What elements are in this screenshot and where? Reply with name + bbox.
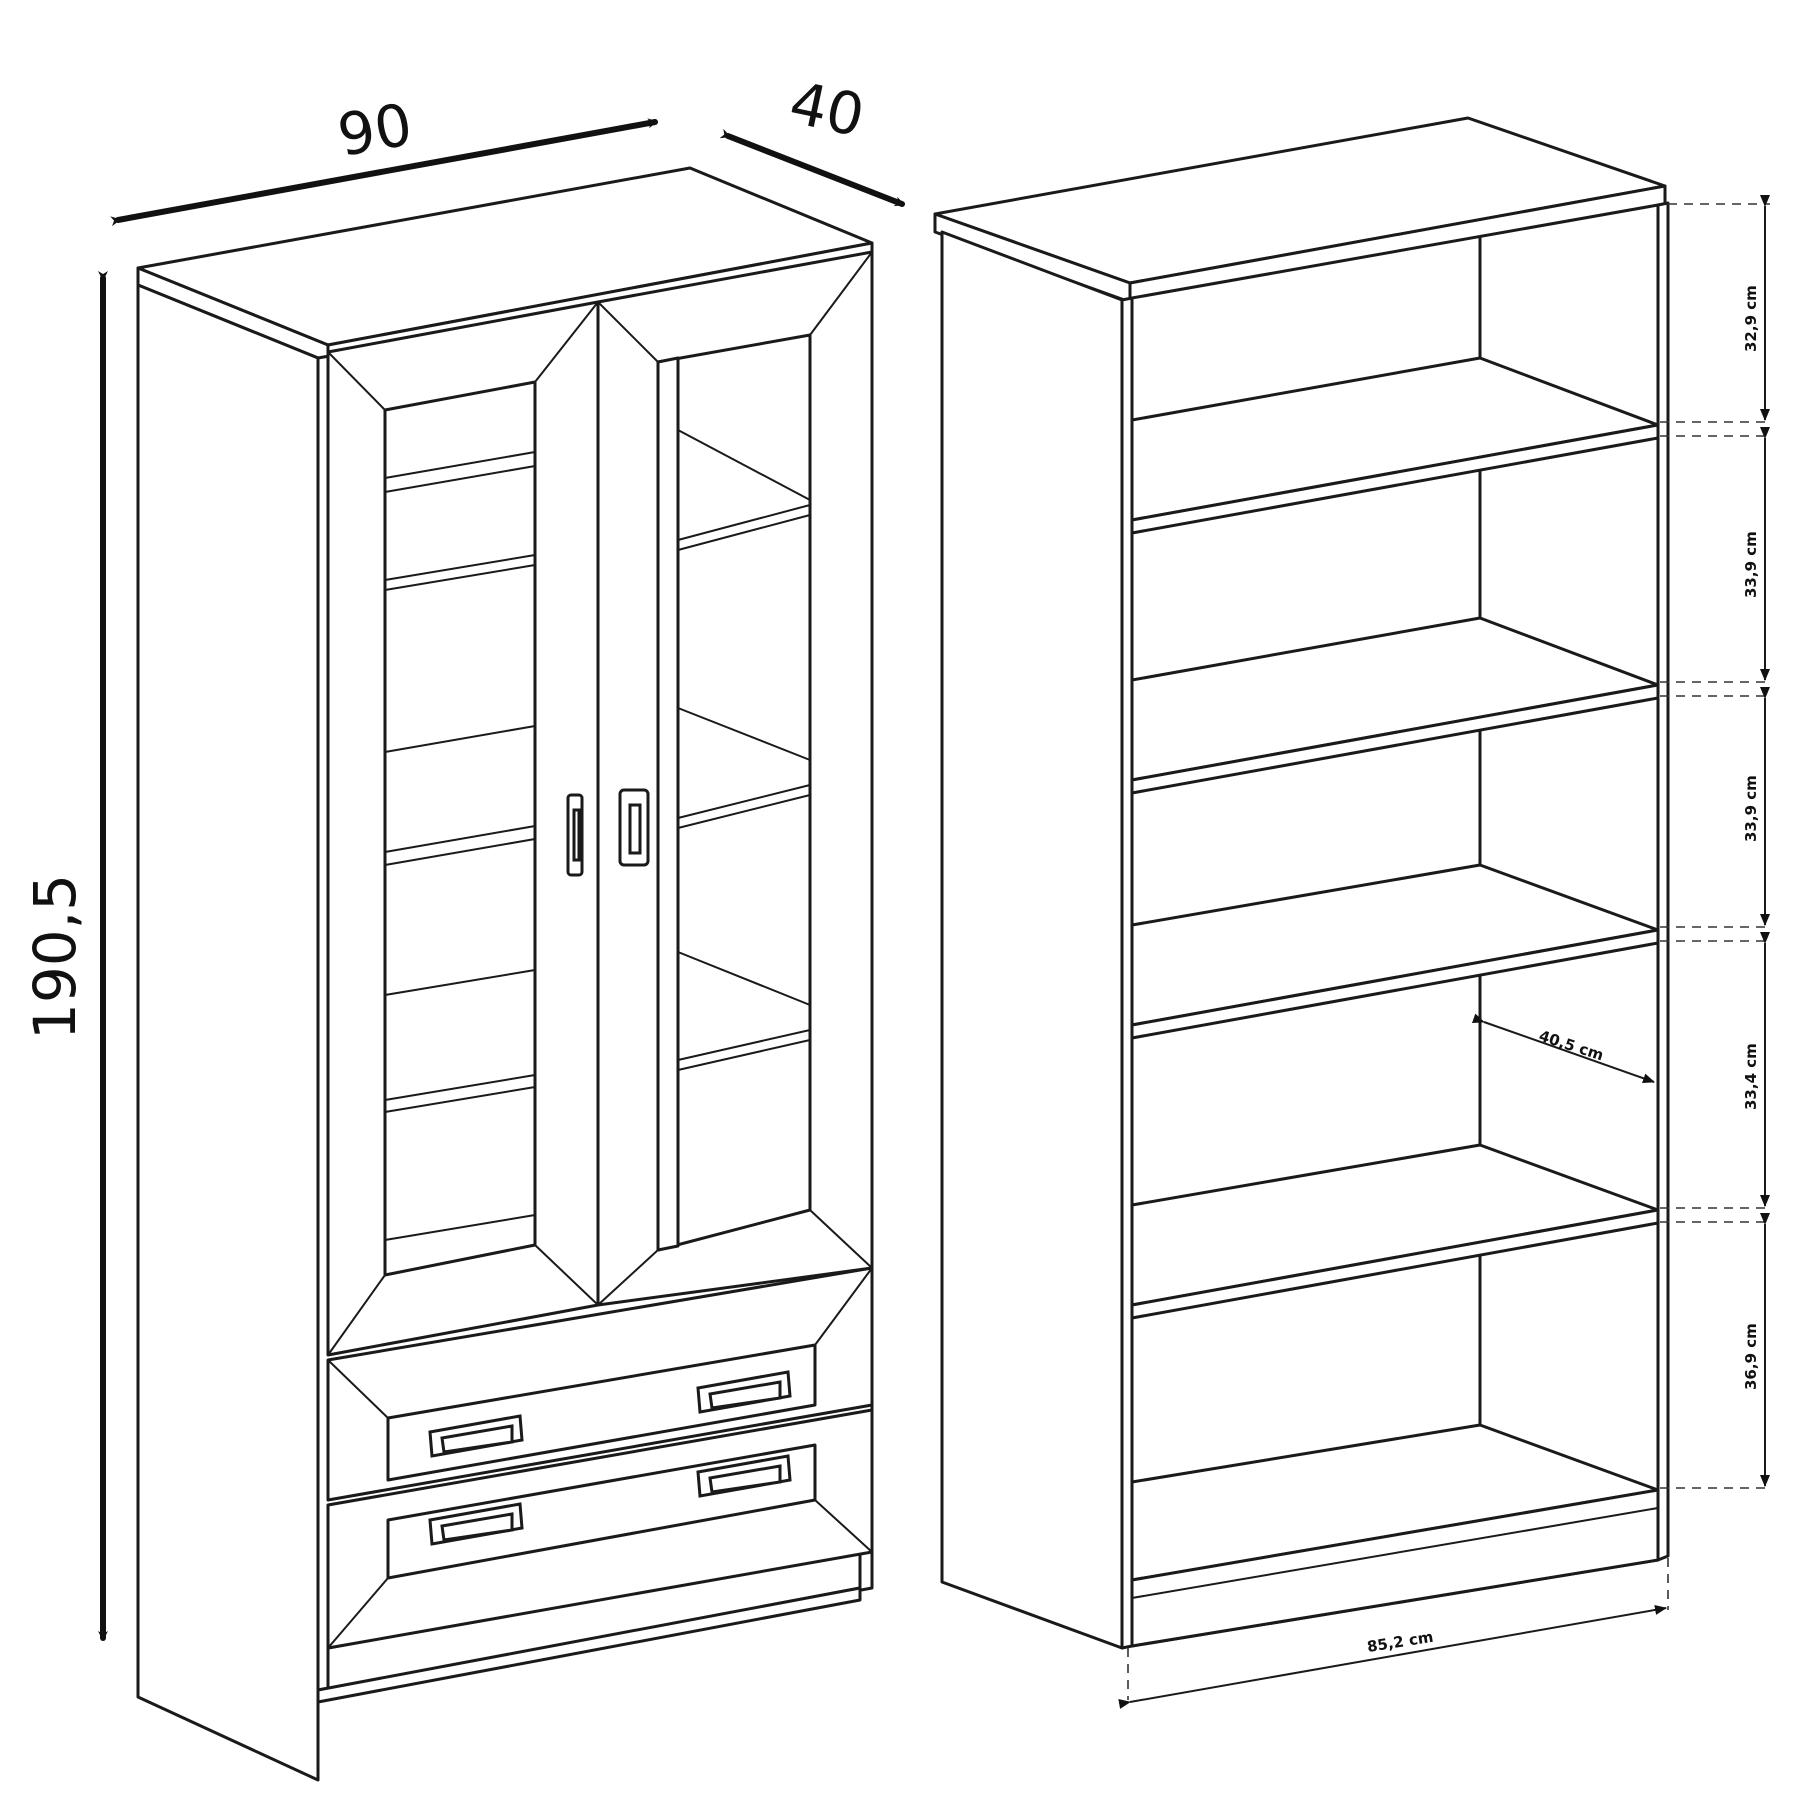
left-door-glass [383,380,537,1277]
drawer-bevel-line [814,1499,873,1553]
drawer-handle[interactable] [696,1370,792,1414]
left-door-shelf-lines [384,451,536,1241]
shelf [1130,356,1660,535]
left-door-bevel-line [327,1274,386,1356]
open-cabinet-right-edge [1656,201,1670,1562]
shelf-gap-label-5: 36,9 cm [1742,1323,1760,1390]
shelf [1130,863,1660,1040]
door-handle-left[interactable] [566,793,584,877]
left-door-bevel-line [327,351,386,411]
width-arrow [110,118,658,227]
drawer-bevel-line [327,1359,389,1419]
depth-arrow [719,128,905,207]
shelf-gap-label-3: 33,9 cm [1742,775,1760,842]
right-door-inner-strip [656,356,680,1252]
cabinet-plinth-bottom [316,1586,862,1704]
shelf-gap-label-2: 33,9 cm [1742,531,1760,598]
drawer-bevel-line [327,1577,389,1649]
width-label: 90 [333,90,417,170]
shelf-gap-label-1: 32,9 cm [1742,285,1760,352]
shelf-gap-label-4: 33,4 cm [1742,1043,1760,1110]
right-door-bevel-line [597,301,659,363]
open-cabinet-side-panel [940,230,1124,1650]
inner-depth-dimension-line [1471,1013,1655,1084]
right-door-bevel-line [809,251,873,336]
inner-width-label: 85,2 cm [1366,1628,1435,1656]
right-door-shelf-lines [677,429,811,1071]
depth-label: 40 [784,68,870,150]
shelf [1130,616,1660,795]
shelf [1130,1143,1660,1320]
inner-width-dimension-line [1118,1604,1667,1709]
shelf-gap-extension-lines [1127,203,1770,1700]
drawer-handle[interactable] [696,1454,792,1498]
drawer-bevel-line [814,1267,873,1346]
open-cabinet-drawing: 32,9 cm 33,9 cm 33,9 cm 33,4 cm 36,9 cm … [933,116,1770,1709]
closed-cabinet-drawing: 90 40 190,5 [21,68,905,1782]
left-door-bevel-line [534,1244,599,1306]
right-door-bevel-line [809,1209,873,1269]
right-door-glass [656,333,812,1252]
drawer-handle[interactable] [428,1502,524,1546]
door-handle-right[interactable] [618,788,650,867]
cabinet-side-panel [136,283,320,1782]
right-door-bevel-line [597,1249,659,1306]
left-door-bevel-line [534,301,599,383]
drawer-handle[interactable] [428,1414,524,1458]
height-label: 190,5 [21,874,89,1040]
plinth-line [1131,1507,1659,1599]
